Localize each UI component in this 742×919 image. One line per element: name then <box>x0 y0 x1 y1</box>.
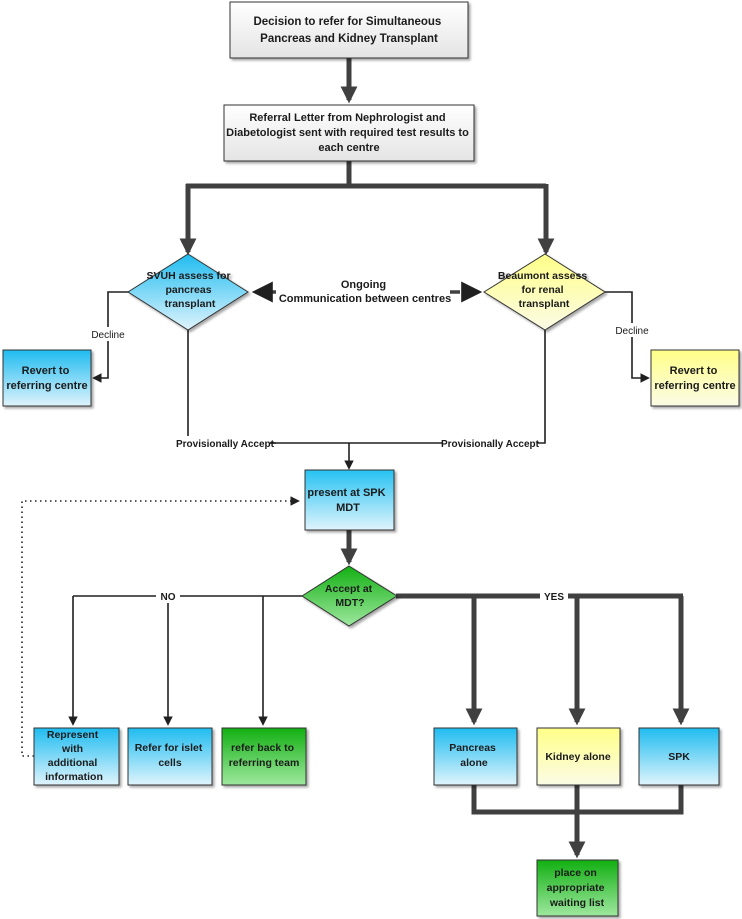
node-beaumont-line: Beaumont assess <box>498 270 587 282</box>
node-waiting-line: appropriate <box>547 882 605 894</box>
node-svuh-line: SVUH assess for <box>147 270 231 282</box>
svg-text:place on appropriate: place on appropriate waiting list <box>547 867 608 909</box>
node-represent-line: Represent <box>47 729 99 741</box>
svg-text:Kidney alone: Kidney alone <box>545 751 611 763</box>
ongoing-line: Communication between centres <box>279 293 451 305</box>
node-represent-line: additional <box>48 757 98 769</box>
node-waiting-line: place on <box>554 867 597 879</box>
decline-right-label: Decline <box>615 326 649 337</box>
svg-text:Pancreas alone: Pancreas alone <box>449 742 499 769</box>
node-islet: Refer for islet cells <box>127 727 213 786</box>
svg-text:Refer for islet cells: Refer for islet cells <box>135 742 206 769</box>
node-refer-back: refer back to referring team <box>221 727 307 786</box>
svg-text:Revert to referring cent: Revert to referring centre <box>654 365 735 392</box>
node-accept-mdt: Accept at MDT? <box>301 565 398 627</box>
no-label: NO <box>161 592 176 603</box>
node-refer-back-line: referring team <box>229 757 300 769</box>
node-referral-line: Referral Letter from Nephrologist and <box>249 112 445 124</box>
node-svuh-assess: SVUH assess for pancreas transplant <box>127 253 249 331</box>
node-svuh-line: pancreas <box>165 284 211 296</box>
ongoing-line: Ongoing <box>341 279 386 291</box>
node-referral-line: each centre <box>318 142 379 154</box>
svg-text:present at SPK MDT: present at SPK MDT <box>307 487 388 514</box>
node-referral-line: Diabetologist sent with required test re… <box>226 127 469 139</box>
node-represent-line: information <box>45 771 103 783</box>
svg-text:Represent with add: Represent with additional information <box>45 729 103 783</box>
node-revert-left-line: Revert to <box>22 365 70 377</box>
node-accept-mdt-line: MDT? <box>335 597 364 609</box>
node-present-mdt: present at SPK MDT <box>304 469 395 531</box>
node-beaumont-line: for renal <box>522 284 564 296</box>
node-revert-right-line: referring centre <box>654 380 735 392</box>
svg-text:Referral Letter from Nephrolog: Referral Letter from Nephrologist and Di… <box>226 112 472 154</box>
node-accept-mdt-line: Accept at <box>325 583 373 595</box>
connectors <box>21 58 690 859</box>
svg-text:Revert to referring cent: Revert to referring centre <box>6 365 87 392</box>
node-spk-line: SPK <box>668 751 690 763</box>
node-spk: SPK <box>638 727 720 786</box>
ongoing-communication-label: Ongoing Communication between centres <box>279 279 451 305</box>
svg-text:refer back to referring: refer back to referring team <box>229 742 300 769</box>
svg-text:SPK: SPK <box>668 751 690 763</box>
node-represent-line: with <box>61 743 83 755</box>
yes-label: YES <box>544 592 564 603</box>
node-referral-letter: Referral Letter from Nephrologist and Di… <box>223 104 475 162</box>
node-present-mdt-line: MDT <box>336 502 360 514</box>
node-islet-line: Refer for islet <box>135 742 203 754</box>
node-present-mdt-line: present at SPK <box>307 487 385 499</box>
prov-accept-right-label: Provisionally Accept <box>441 439 540 450</box>
node-kidney-alone: Kidney alone <box>536 727 621 786</box>
node-pancreas-line: Pancreas <box>449 742 496 754</box>
node-kidney-line: Kidney alone <box>545 751 611 763</box>
node-revert-right: Revert to referring centre <box>650 349 740 407</box>
node-svuh-line: transplant <box>165 298 216 310</box>
prov-accept-left-label: Provisionally Accept <box>176 439 275 450</box>
node-decision-line: Pancreas and Kidney Transplant <box>260 33 438 45</box>
svg-text:Accept at MDT?: Accept at MDT? <box>325 583 375 609</box>
node-beaumont-assess: Beaumont assess for renal transplant <box>483 253 606 331</box>
node-decision-line: Decision to refer for Simultaneous <box>253 16 441 28</box>
node-beaumont-line: transplant <box>519 298 570 310</box>
node-revert-right-line: Revert to <box>670 365 718 377</box>
node-refer-back-line: refer back to <box>231 742 294 754</box>
node-pancreas-alone: Pancreas alone <box>433 727 518 786</box>
node-revert-left-line: referring centre <box>6 380 87 392</box>
node-decision: Decision to refer for Simultaneous Pancr… <box>229 1 469 59</box>
node-pancreas-line: alone <box>460 757 488 769</box>
node-revert-left: Revert to referring centre <box>2 349 92 407</box>
node-waiting-list: place on appropriate waiting list <box>536 859 619 917</box>
svg-text:Beaumont assess for rena: Beaumont assess for renal transplant <box>498 270 590 310</box>
svg-text:SVUH assess for pancreas: SVUH assess for pancreas transplant <box>147 270 234 310</box>
node-waiting-line: waiting list <box>549 897 605 909</box>
decline-left-label: Decline <box>91 330 125 341</box>
node-represent: Represent with additional information <box>33 727 120 786</box>
node-islet-line: cells <box>158 757 182 769</box>
svg-text:Decision to refer for Simultan: Decision to refer for Simultaneous Pancr… <box>253 16 444 45</box>
